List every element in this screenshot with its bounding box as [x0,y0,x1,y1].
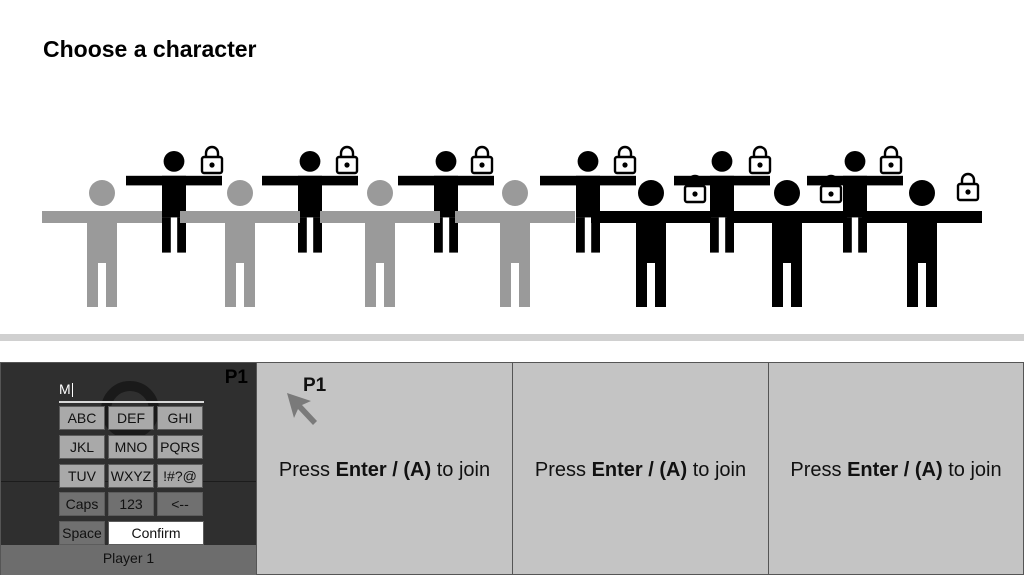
character-figure[interactable] [862,180,982,307]
divider [0,334,1024,341]
key-pqrs[interactable]: PQRS [157,435,203,459]
join-suffix: to join [942,459,1002,481]
name-input-value: M [59,381,71,397]
join-key: Enter / (A) [335,459,432,481]
character-figure[interactable] [727,180,847,307]
padlock-icon [879,145,903,175]
player-2-slot[interactable]: P1 Press Enter / (A) to join [256,362,513,575]
padlock-icon [819,174,843,204]
character-figure[interactable] [320,180,440,307]
character-figure[interactable] [591,180,711,307]
key-wxyz[interactable]: WXYZ [108,464,154,488]
character-figure[interactable] [807,151,903,253]
key-mno[interactable]: MNO [108,435,154,459]
player-badge: P1 [303,375,327,396]
join-key: Enter / (A) [847,459,943,481]
join-suffix: to join [687,459,747,481]
join-prefix: Press [790,459,848,481]
join-prompt: Press Enter / (A) to join [769,459,1023,482]
join-key: Enter / (A) [591,459,688,481]
padlock-icon [683,174,707,204]
join-prefix: Press [278,459,336,481]
key-jkl[interactable]: JKL [59,435,105,459]
key-123[interactable]: 123 [108,492,154,516]
character-figure[interactable] [540,151,636,253]
player-1-footer [1,545,256,575]
key-abc[interactable]: ABC [59,406,105,430]
key-def[interactable]: DEF [108,406,154,430]
page-title: Choose a character [43,36,257,62]
name-input[interactable]: M [59,379,204,403]
padlock-icon [335,145,359,175]
key-caps[interactable]: Caps [59,492,105,516]
player-label: Player 1 [102,550,155,566]
text-caret [71,383,73,398]
key-[interactable]: !#?@ [157,464,203,488]
join-suffix: to join [431,459,491,481]
character-roster [42,145,982,307]
key-tuv[interactable]: TUV [59,464,105,488]
key-ghi[interactable]: GHI [157,406,203,430]
padlock-icon [748,145,772,175]
padlock-icon [613,145,637,175]
join-prompt: Press Enter / (A) to join [257,459,512,482]
padlock-icon [200,145,224,175]
character-figure[interactable] [126,151,222,253]
padlock-icon [470,145,494,175]
join-prompt: Press Enter / (A) to join [513,459,768,482]
join-prefix: Press [534,459,592,481]
player-3-slot[interactable]: Press Enter / (A) to join [512,362,769,575]
character-figure[interactable] [180,180,300,307]
pointer-arrow-icon [287,393,317,425]
key-[interactable]: <-- [157,492,203,516]
padlock-icon [956,172,980,202]
ghost-circle-icon [101,381,159,439]
character-figure[interactable] [398,151,494,253]
character-figure[interactable] [42,180,162,307]
key-space[interactable]: Space [59,521,105,545]
character-figure[interactable] [674,151,770,253]
player-4-slot[interactable]: Press Enter / (A) to join [768,362,1024,575]
character-figure[interactable] [455,180,575,307]
character-figure[interactable] [262,151,358,253]
player-badge: P1 [224,367,248,388]
confirm-button[interactable]: Confirm [108,521,204,545]
